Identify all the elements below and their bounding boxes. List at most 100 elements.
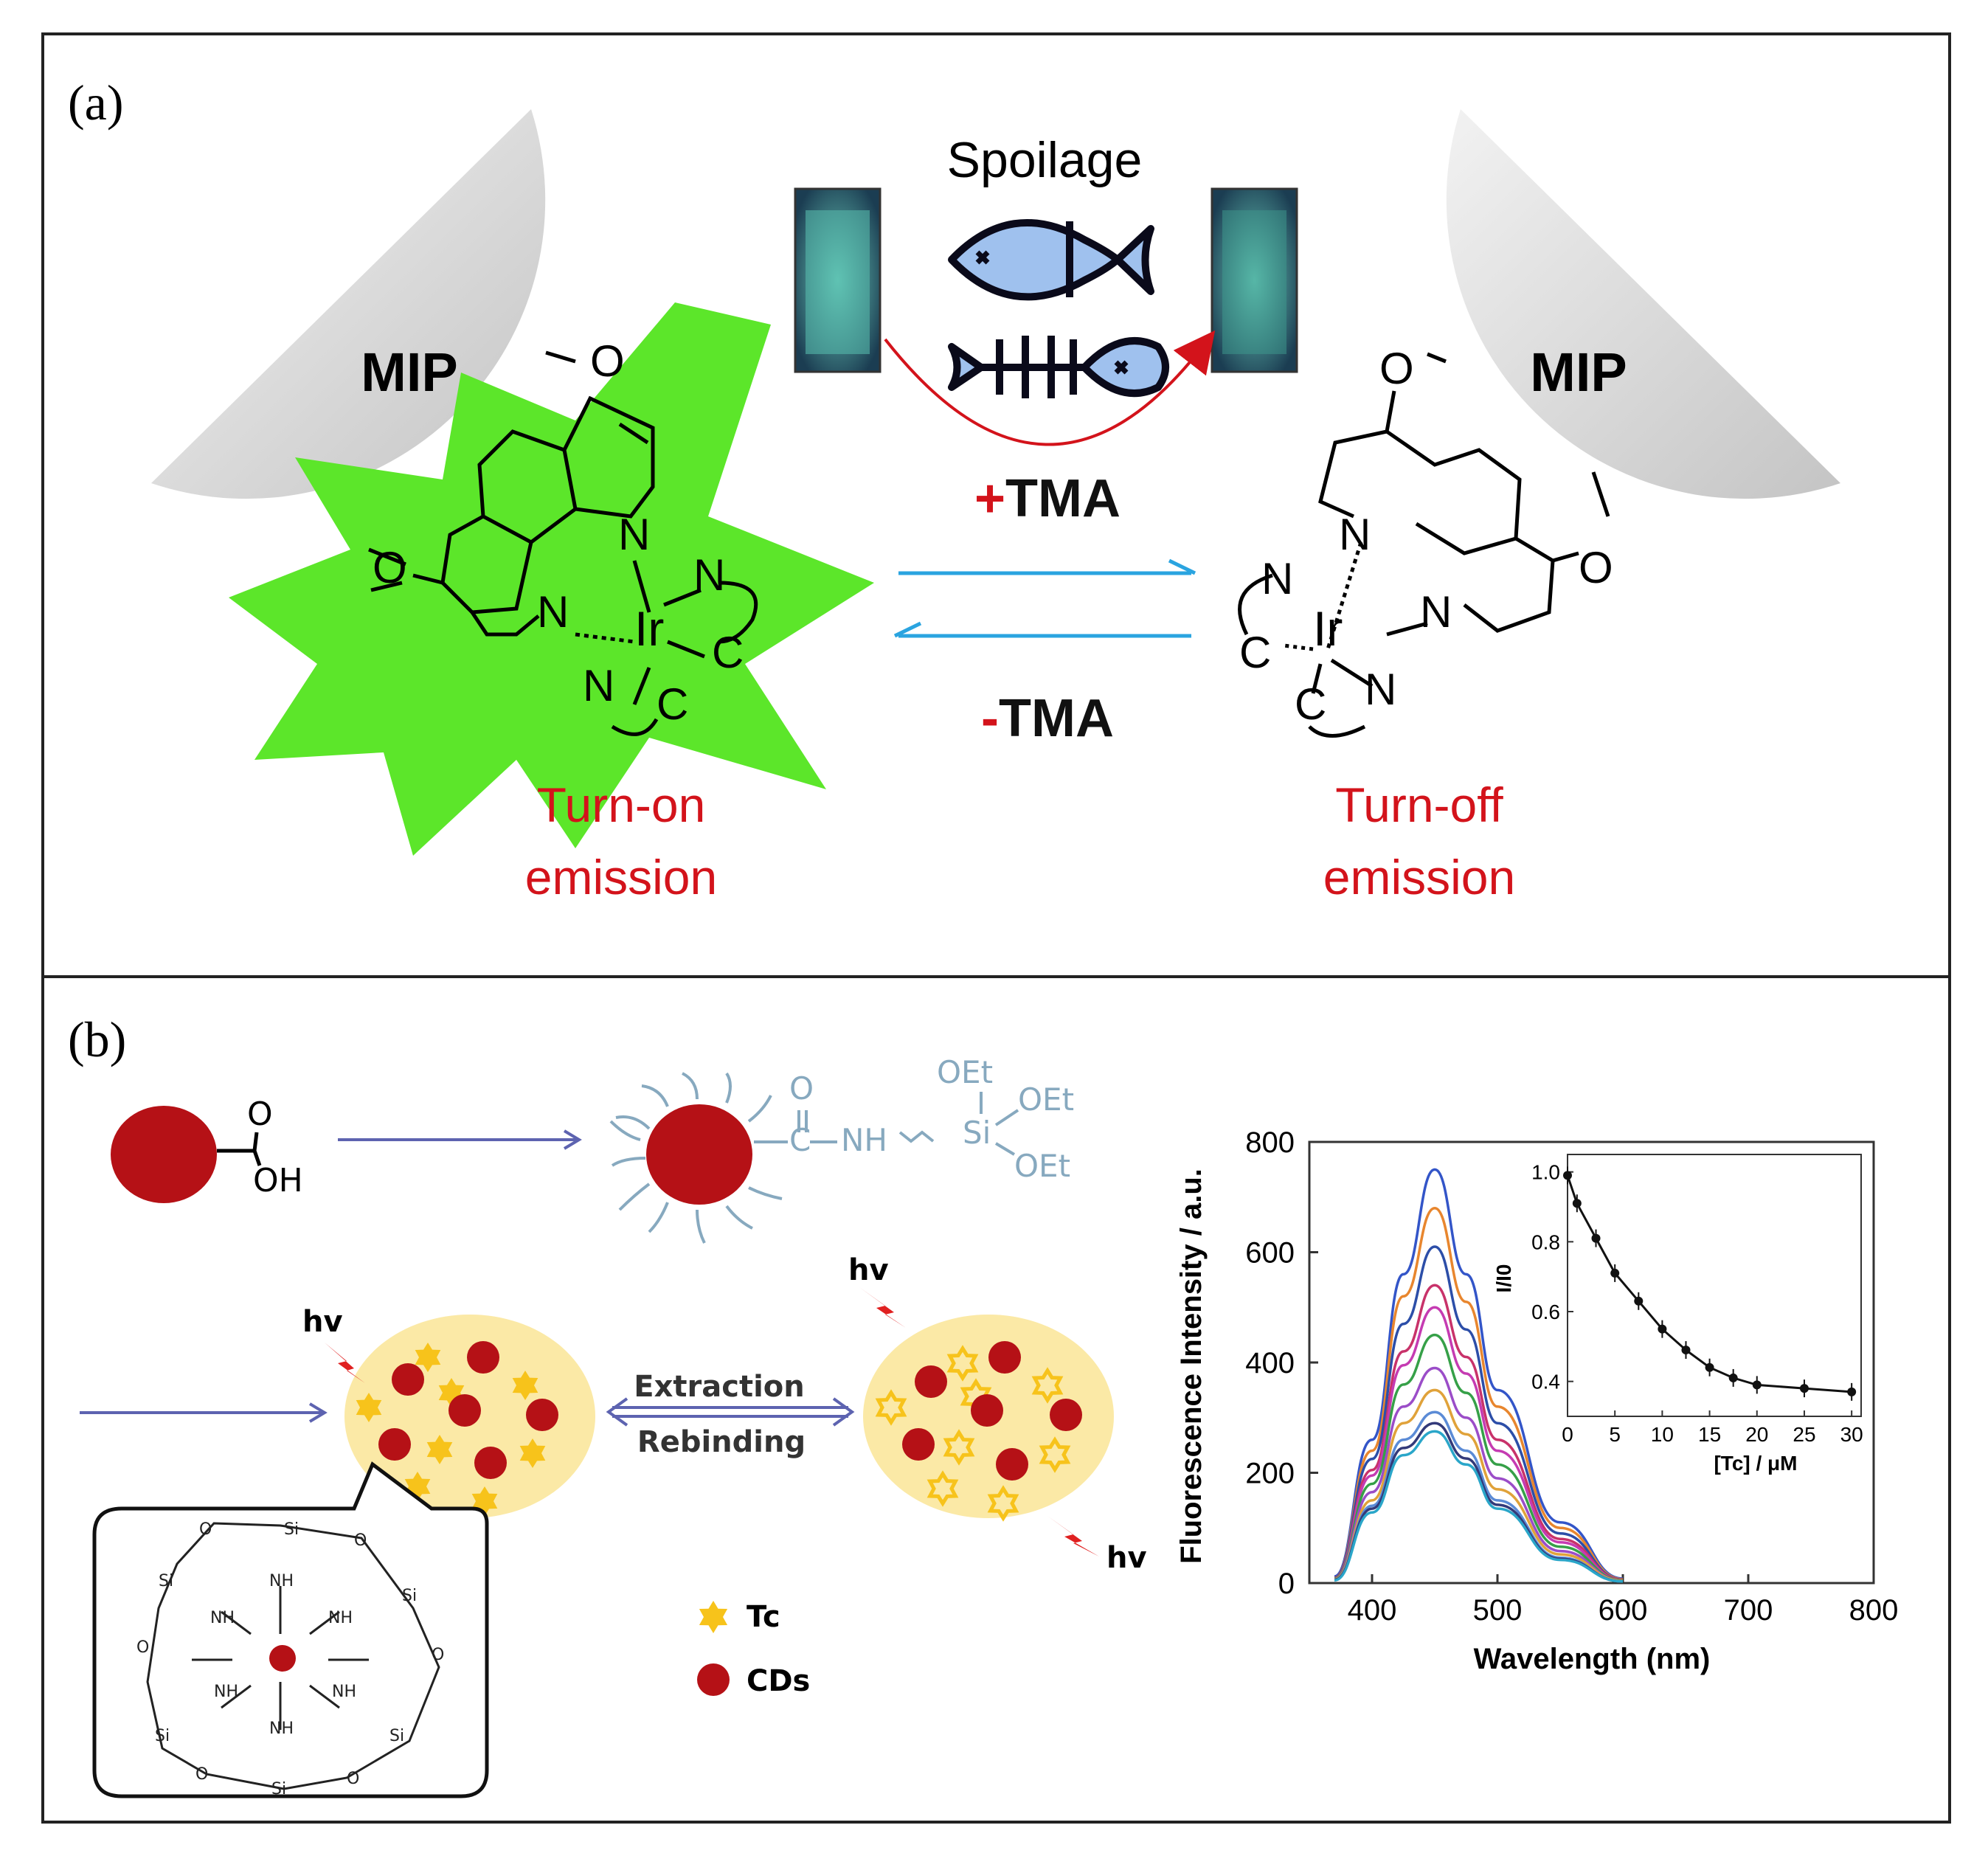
atom-c-right-1: C bbox=[1239, 628, 1271, 677]
inset-nh-label: NH bbox=[269, 1572, 294, 1590]
main-xtick-label: 600 bbox=[1599, 1594, 1648, 1627]
atom-ir-right: Ir bbox=[1313, 601, 1343, 656]
main-ytick-label: 400 bbox=[1245, 1347, 1295, 1379]
quench-point bbox=[1572, 1199, 1582, 1208]
tc-template-star bbox=[356, 1393, 382, 1422]
inset-ytick-label: 0.4 bbox=[1531, 1371, 1560, 1393]
inset-xtick-label: 20 bbox=[1745, 1423, 1768, 1446]
legend-cds-label: CDs bbox=[747, 1664, 810, 1698]
cd-dot bbox=[971, 1394, 1003, 1427]
fish-skeleton-icon bbox=[948, 336, 1169, 398]
left-complex bbox=[368, 350, 758, 736]
main-xtick-label: 500 bbox=[1473, 1594, 1523, 1627]
turn-on-label-line1: Turn-on bbox=[537, 778, 706, 832]
quench-point bbox=[1658, 1324, 1667, 1334]
tc-template-star bbox=[415, 1343, 441, 1372]
inset-nh-label: NH bbox=[214, 1683, 238, 1701]
inset-si-label: Si bbox=[155, 1727, 170, 1745]
main-xlabel: Wavelength (nm) bbox=[1474, 1643, 1711, 1675]
spectrum-line bbox=[1334, 1245, 1624, 1582]
arrow-polymerize bbox=[80, 1402, 328, 1423]
atom-n-right-4: N bbox=[1365, 665, 1396, 714]
atom-o-left-bottom: O bbox=[373, 543, 407, 592]
inset-si-label: Si bbox=[271, 1780, 286, 1798]
atom-c-right-2: C bbox=[1295, 679, 1326, 729]
inset-o-label: O bbox=[136, 1638, 149, 1657]
silane-c-label: C bbox=[789, 1122, 811, 1158]
quench-fit-line bbox=[1566, 1174, 1852, 1393]
vial-left bbox=[794, 187, 882, 373]
inset-o-label: O bbox=[347, 1770, 359, 1788]
silane-si-label: Si bbox=[963, 1115, 991, 1151]
right-complex bbox=[1238, 352, 1610, 738]
lightning-icon bbox=[859, 1287, 906, 1328]
inset-nh-label: NH bbox=[210, 1609, 235, 1627]
panel-a-label: (a) bbox=[68, 75, 123, 131]
atom-o-right-bottom: O bbox=[1579, 543, 1613, 592]
quench-point bbox=[1847, 1387, 1857, 1396]
spectrum-line bbox=[1334, 1366, 1624, 1582]
panel-a: (a) MIP MIP O bbox=[41, 32, 1951, 978]
empty-cavity-star bbox=[927, 1470, 959, 1507]
turn-off-label-line1: Turn-off bbox=[1335, 778, 1503, 832]
hv-right: hv bbox=[1047, 1516, 1147, 1575]
empty-cavity-star bbox=[875, 1389, 907, 1426]
fresh-fish-icon bbox=[948, 218, 1154, 301]
main-ytick-label: 800 bbox=[1245, 1126, 1295, 1159]
main-xtick-label: 800 bbox=[1849, 1594, 1899, 1627]
inset-nh-label: NH bbox=[269, 1720, 294, 1738]
inset-ylabel: I/I0 bbox=[1492, 1264, 1515, 1293]
atom-c-left-2: C bbox=[657, 679, 688, 729]
spectrum-line bbox=[1334, 1333, 1624, 1582]
atom-n-left-2: N bbox=[537, 587, 569, 637]
inset-ytick-label: 1.0 bbox=[1531, 1161, 1560, 1184]
oet-label-1: OEt bbox=[937, 1054, 993, 1090]
atom-n-right-2: N bbox=[1420, 587, 1452, 637]
quench-point bbox=[1591, 1233, 1601, 1243]
main-ylabel: Fluorescence Intensity / a.u. bbox=[1175, 1168, 1208, 1564]
plus-tma-label: +TMA bbox=[974, 469, 1121, 528]
inset-o-label: O bbox=[354, 1531, 367, 1550]
tc-template-star bbox=[519, 1438, 546, 1468]
extraction-label: Extraction bbox=[634, 1370, 804, 1404]
lightning-icon bbox=[1047, 1516, 1099, 1557]
empty-cavity-star bbox=[943, 1429, 975, 1466]
mip-right-label: MIP bbox=[1530, 342, 1627, 403]
inset-nh-label: NH bbox=[328, 1609, 353, 1627]
inset-xlabel: [Tc] / μM bbox=[1714, 1452, 1797, 1475]
spectrum-line bbox=[1334, 1306, 1624, 1582]
spectrum-line bbox=[1334, 1284, 1624, 1582]
empty-cavity-star bbox=[1039, 1436, 1071, 1473]
oet-label-3: OEt bbox=[1014, 1148, 1070, 1184]
carbon-dot-silane: O C NH Si OEt OEt OEt bbox=[609, 1054, 1074, 1244]
panel-b: (b) O OH bbox=[41, 975, 1951, 1824]
quench-point bbox=[1799, 1384, 1809, 1393]
emission-burst bbox=[229, 302, 874, 856]
inset-xtick-label: 25 bbox=[1793, 1423, 1815, 1446]
oet-label-2: OEt bbox=[1018, 1081, 1074, 1118]
hv-middle: hv bbox=[848, 1253, 906, 1328]
inset-o-label: O bbox=[195, 1765, 208, 1784]
spectrum-line bbox=[1334, 1206, 1624, 1581]
rebinding-label: Rebinding bbox=[637, 1425, 806, 1459]
equilibrium-arrows bbox=[893, 558, 1196, 638]
inset-plot-frame bbox=[1567, 1154, 1862, 1417]
main-xtick-label: 400 bbox=[1348, 1594, 1397, 1627]
spectrum-line bbox=[1334, 1430, 1624, 1583]
quench-point bbox=[1563, 1171, 1572, 1180]
cooh-oh-label: OH bbox=[253, 1162, 303, 1199]
atom-n-left-3: N bbox=[693, 550, 725, 600]
inset-xtick-label: 10 bbox=[1651, 1423, 1674, 1446]
inset-xtick-label: 0 bbox=[1562, 1423, 1573, 1446]
main-xtick-label: 700 bbox=[1724, 1594, 1773, 1627]
quench-point bbox=[1681, 1346, 1691, 1355]
quench-point bbox=[1705, 1362, 1714, 1372]
hv-label-right: hv bbox=[1106, 1541, 1147, 1575]
spoilage-curve-arrow bbox=[884, 330, 1216, 446]
cd-dot bbox=[448, 1394, 481, 1427]
legend-tc-label: Tc bbox=[747, 1600, 780, 1634]
spoilage-label: Spoilage bbox=[947, 132, 1143, 188]
main-ytick-label: 600 bbox=[1245, 1237, 1295, 1270]
cd-dot bbox=[378, 1428, 411, 1461]
